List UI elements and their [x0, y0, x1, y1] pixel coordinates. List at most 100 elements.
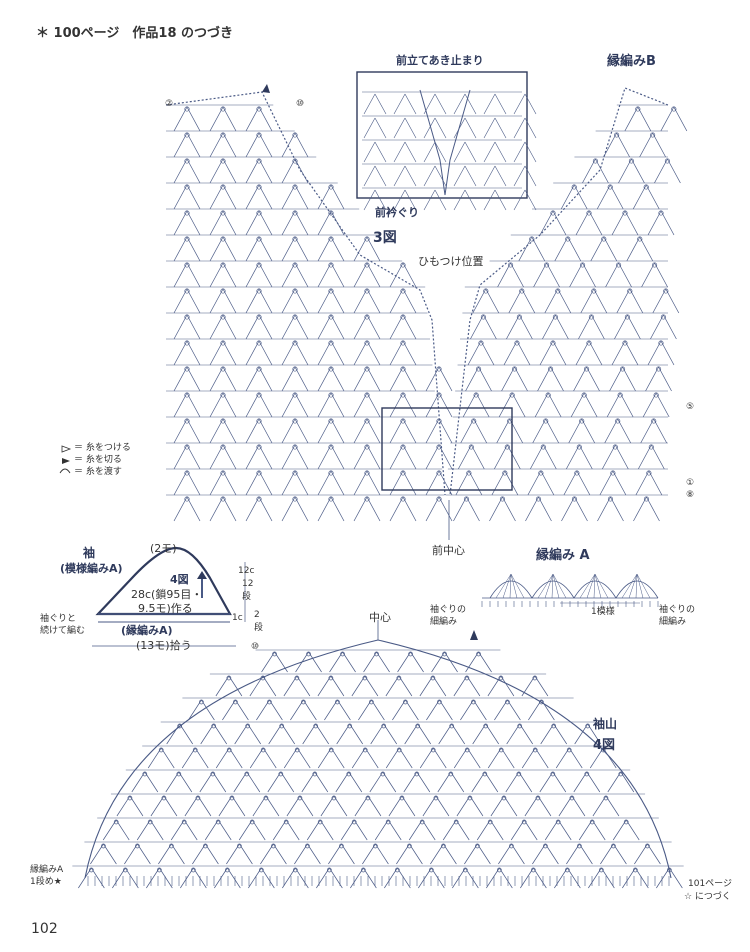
- placket-fan: [404, 165, 417, 187]
- fan-stitch: [209, 444, 224, 470]
- fan-stitch: [647, 210, 662, 236]
- cap-fan: [656, 867, 670, 889]
- cap-fan: [579, 843, 593, 865]
- fan-stitch: [209, 340, 224, 366]
- cap-fan: [460, 699, 474, 721]
- picot-mark: [328, 210, 334, 216]
- cap-fan: [116, 795, 131, 817]
- picot-mark: [184, 288, 190, 294]
- picot-mark: [364, 366, 370, 372]
- cap-fan: [231, 795, 246, 817]
- picot-mark: [442, 651, 447, 657]
- placket-end-label: 前立てあき止まり: [396, 54, 484, 67]
- cap-fan: [234, 723, 249, 745]
- picot-mark: [415, 723, 421, 729]
- fan-stitch: [425, 418, 440, 444]
- picot-mark: [260, 747, 266, 753]
- fan-stitch: [460, 418, 475, 444]
- cap-fan: [430, 843, 444, 865]
- picot-mark: [369, 699, 374, 705]
- picot-mark: [478, 340, 484, 346]
- cap-fan: [235, 699, 249, 721]
- placket-fan: [434, 117, 447, 139]
- picot-mark: [271, 843, 276, 849]
- fan-stitch: [646, 496, 660, 522]
- sleeve-cap-chart: [72, 620, 684, 889]
- fan-stitch: [527, 470, 542, 496]
- fan-stitch: [573, 184, 588, 210]
- picot-mark: [292, 496, 298, 502]
- fan-stitch: [560, 184, 575, 210]
- picot-mark: [496, 867, 502, 873]
- picot-mark: [671, 106, 677, 112]
- fan-stitch: [366, 262, 381, 288]
- picot-mark: [505, 699, 510, 705]
- picot-mark: [663, 288, 669, 294]
- fan-stitch: [258, 496, 273, 522]
- fan-stitch: [222, 340, 237, 366]
- picot-mark: [476, 651, 481, 657]
- cap-fan: [539, 771, 554, 793]
- fan-stitch: [281, 418, 296, 444]
- picot-mark: [535, 795, 541, 801]
- picot-mark: [576, 444, 582, 450]
- cap-fan: [183, 819, 198, 841]
- picot-mark: [328, 747, 334, 753]
- fan-stitch: [330, 392, 345, 418]
- cap-fan: [269, 699, 283, 721]
- picot-mark: [256, 340, 262, 346]
- picot-mark: [364, 418, 370, 424]
- cap-fan: [226, 843, 240, 865]
- fan-stitch: [650, 444, 665, 470]
- cap-fan: [486, 867, 500, 889]
- picot-mark: [584, 771, 590, 777]
- fan-stitch: [317, 470, 332, 496]
- cap-fan: [333, 795, 348, 817]
- picot-mark: [658, 340, 664, 346]
- fan-stitch: [550, 366, 564, 392]
- cap-fan: [197, 795, 212, 817]
- edging-fan: [636, 573, 651, 599]
- fan-stitch: [470, 314, 484, 340]
- picot-mark: [362, 675, 368, 681]
- sleeve-title: 袖: [83, 546, 96, 560]
- fan-stitch: [209, 366, 224, 392]
- cap-fan: [218, 795, 233, 817]
- fan-stitch: [465, 366, 479, 392]
- cap-fan: [552, 771, 567, 793]
- fan-stitch: [173, 158, 188, 184]
- fan-stitch: [491, 470, 506, 496]
- cap-fan: [103, 843, 117, 865]
- cap-fan: [125, 867, 139, 889]
- cap-fan: [370, 723, 385, 745]
- fan-stitch: [245, 106, 260, 132]
- fan-stitch: [582, 262, 596, 288]
- picot-mark: [364, 236, 370, 242]
- picot-mark: [617, 392, 623, 398]
- sleeve-height-a: 12c: [238, 566, 255, 576]
- picot-mark: [184, 314, 190, 320]
- picot-mark: [436, 366, 442, 372]
- fan-stitch: [353, 444, 368, 470]
- edging-arch: [615, 580, 659, 599]
- picot-mark: [328, 366, 334, 372]
- picot-mark: [394, 867, 400, 873]
- picot-mark: [176, 771, 182, 777]
- fan-stitch: [402, 262, 417, 288]
- picot-mark: [224, 867, 230, 873]
- picot-mark: [592, 158, 598, 164]
- picot-mark: [292, 392, 298, 398]
- picot-mark: [532, 747, 538, 753]
- picot-mark: [113, 819, 119, 825]
- fan-stitch: [473, 418, 488, 444]
- picot-mark: [364, 470, 370, 476]
- fan-stitch: [569, 262, 583, 288]
- picot-mark: [181, 819, 187, 825]
- fan-stitch: [353, 470, 368, 496]
- fan-stitch: [503, 340, 518, 366]
- cap-fan: [302, 723, 317, 745]
- placket-fan: [464, 93, 477, 115]
- cap-fan: [283, 747, 298, 769]
- picot-mark: [550, 771, 556, 777]
- cap-fan: [451, 723, 466, 745]
